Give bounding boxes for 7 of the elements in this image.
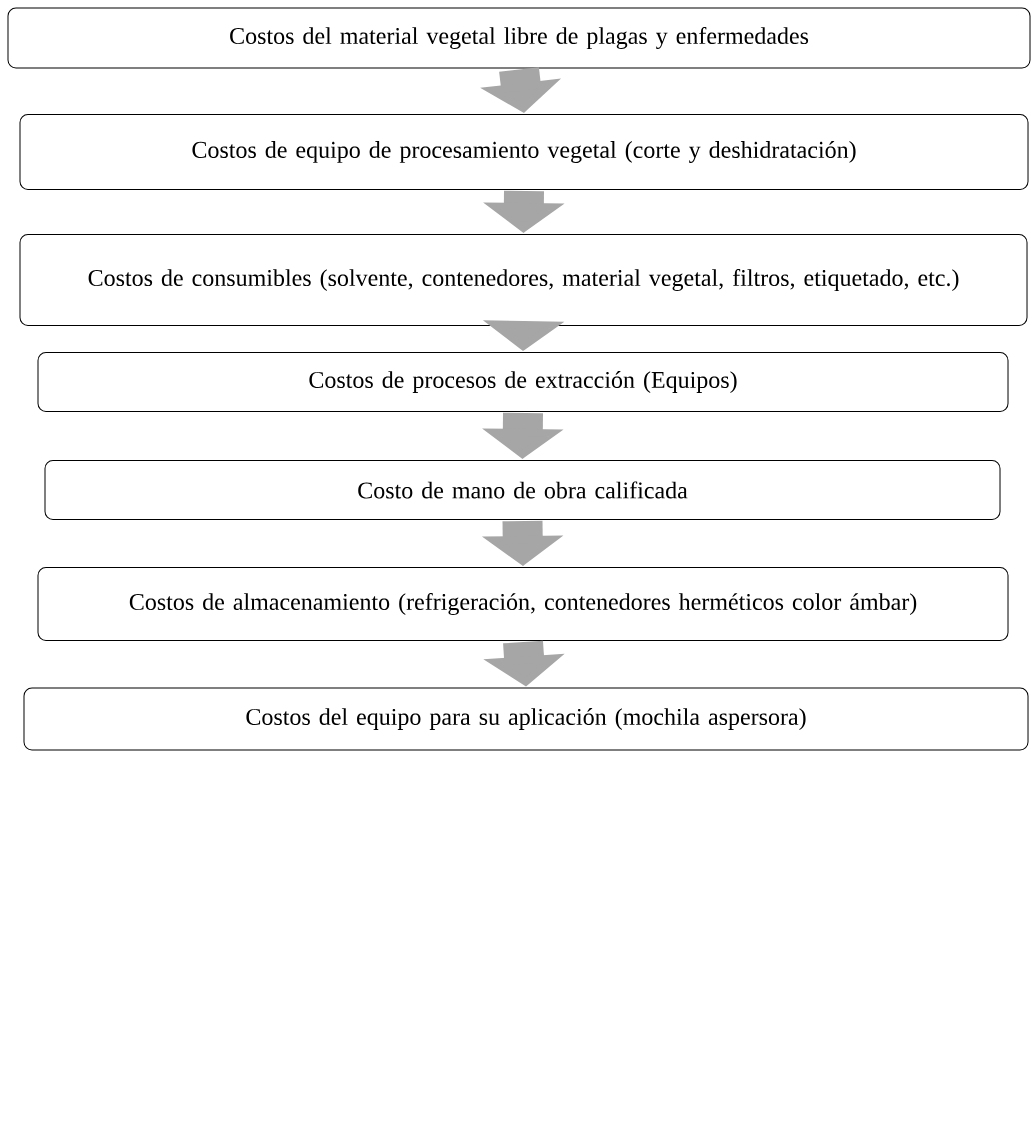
process-box: Costos de procesos de extracción (Equipos)	[37, 352, 1009, 412]
process-box: Costo de mano de obra calificada	[44, 460, 1001, 520]
process-box: Costos del material vegetal libre de plagas y enfermedades	[7, 7, 1031, 69]
process-box: Costos del equipo para su aplicación (mochila aspersora)	[23, 687, 1029, 751]
process-box: Costos de almacenamiento (refrigeración, contenedores herméticos color ámbar)	[37, 567, 1009, 641]
process-box: Costos de equipo de procesamiento vegetal (corte y deshidratación)	[19, 114, 1029, 190]
process-box: Costos de consumibles (solvente, contenedores, material vegetal, filtros, etiquetado, etc.)	[19, 234, 1028, 326]
